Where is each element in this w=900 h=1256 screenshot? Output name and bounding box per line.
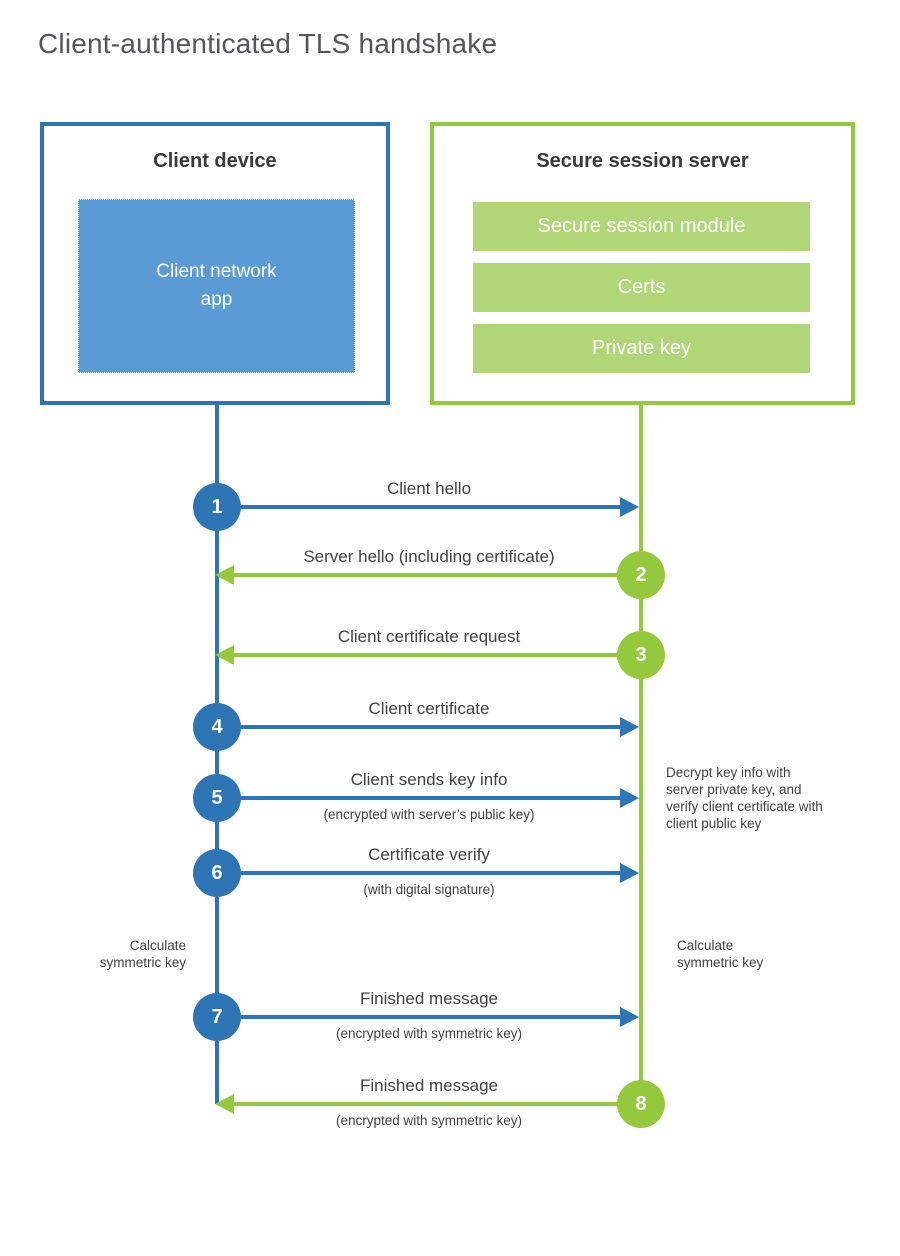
message-arrow-line [219,871,620,875]
message-label: Client sends key info [350,770,508,789]
server-module-bar-private-key: Private key [473,324,810,373]
secure-session-server-box: Secure session server Secure session mod… [430,122,855,405]
server-module-bar-certs: Certs [473,263,810,312]
secure-session-server-title: Secure session server [536,150,749,172]
arrow-right-icon [620,497,639,517]
message-arrow-line [233,1102,639,1106]
message-label: Certificate verify [368,845,490,864]
step-2-badge: 2 [617,551,665,599]
server-lifeline [639,405,643,1106]
step-6-badge: 6 [193,849,241,897]
message-label: Finished message [360,1076,498,1095]
message-label: Finished message [360,989,498,1008]
message-sublabel: (encrypted with symmetric key) [335,1113,523,1128]
step-7-badge: 7 [193,993,241,1041]
message-sublabel: (encrypted with symmetric key) [335,1026,523,1041]
message-arrow-line [219,505,620,509]
page-title: Client-authenticated TLS handshake [38,28,498,59]
arrow-left-icon [215,645,234,665]
message-label: Server hello (including certificate) [303,547,555,566]
server-module-bar-secure-session-module: Secure session module [473,202,810,251]
client-lifeline [215,405,219,1104]
message-sublabel: (with digital signature) [363,882,495,897]
client-device-title: Client device [153,150,277,172]
step-5-badge: 5 [193,774,241,822]
step-4-badge: 4 [193,703,241,751]
arrow-right-icon [620,1007,639,1027]
client-network-app-box: Client network app [78,199,355,373]
arrow-left-icon [215,1094,234,1114]
message-label: Client certificate request [337,627,521,646]
decrypt-key-note: Decrypt key info with server private key… [666,765,823,831]
message-label: Client certificate [368,699,490,718]
message-arrow-line [233,653,639,657]
message-arrow-line [219,796,620,800]
arrow-right-icon [620,717,639,737]
step-1-badge: 1 [193,483,241,531]
step-3-badge: 3 [617,631,665,679]
step-8-badge: 8 [617,1080,665,1128]
calculate-symmetric-key-note-client: Calculate symmetric key [99,938,186,970]
arrow-right-icon [620,788,639,808]
client-device-box: Client device Client network app [40,122,390,405]
message-arrow-line [219,725,620,729]
calculate-symmetric-key-note-server: Calculate symmetric key [677,938,764,970]
message-label: Client hello [386,479,472,498]
message-arrow-line [233,573,639,577]
message-sublabel: (encrypted with server’s public key) [323,807,535,822]
arrow-left-icon [215,565,234,585]
arrow-right-icon [620,863,639,883]
message-arrow-line [219,1015,620,1019]
